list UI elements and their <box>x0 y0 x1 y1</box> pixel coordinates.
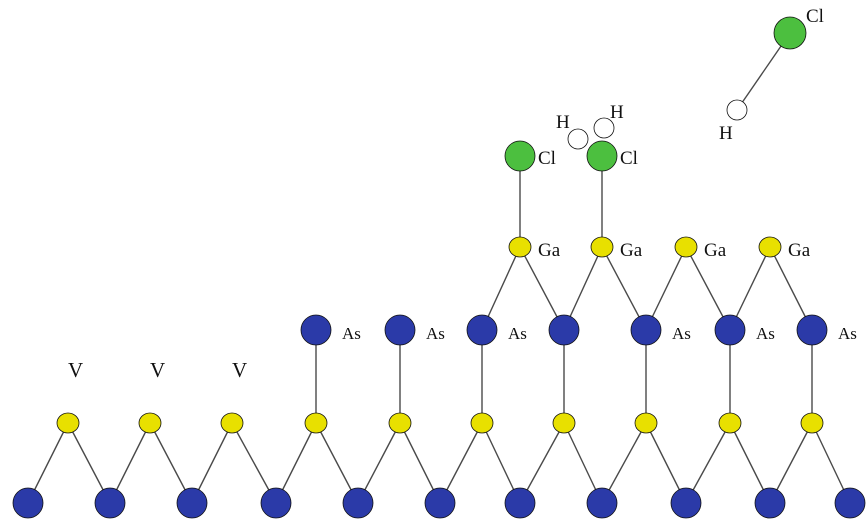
atoms <box>12 16 866 519</box>
gallium-label: Ga <box>704 240 727 261</box>
ga-as-bond <box>685 246 731 331</box>
gallium-atom <box>758 236 782 258</box>
hydrogen-label: H <box>719 123 733 144</box>
vacancy-label: V <box>68 358 83 382</box>
substrate-atom <box>586 487 618 519</box>
gallium-atom <box>590 236 614 258</box>
substrate-ga-atom <box>138 412 162 434</box>
substrate-atom <box>834 487 866 519</box>
substrate-atom <box>176 487 208 519</box>
gallium-atom <box>508 236 532 258</box>
chlorine-label: Cl <box>620 148 638 169</box>
substrate-ga-atom <box>56 412 80 434</box>
gallium-atom <box>674 236 698 258</box>
arsenic-label: As <box>838 324 857 343</box>
substrate-atom <box>670 487 702 519</box>
chlorine-atom <box>586 140 618 172</box>
gallium-label: Ga <box>538 240 561 261</box>
chlorine-atom <box>504 140 536 172</box>
arsenic-label: As <box>672 324 691 343</box>
chlorine-atom <box>773 16 807 50</box>
arsenic-label: As <box>426 324 445 343</box>
ga-as-bond <box>769 246 813 331</box>
substrate-ga-atom <box>634 412 658 434</box>
chlorine-label: Cl <box>538 148 556 169</box>
vacancy-label: V <box>150 358 165 382</box>
arsenic-label: As <box>756 324 775 343</box>
arsenic-atom <box>630 314 662 346</box>
hydrogen-atom <box>593 117 615 139</box>
arsenic-atom <box>384 314 416 346</box>
substrate-ga-atom <box>388 412 412 434</box>
substrate-atom <box>342 487 374 519</box>
substrate-atom <box>424 487 456 519</box>
gallium-label: Ga <box>620 240 643 261</box>
hydrogen-atom <box>726 99 748 121</box>
arsenic-label: As <box>342 324 361 343</box>
gallium-label: Ga <box>788 240 811 261</box>
substrate-atom <box>12 487 44 519</box>
substrate-ga-atom <box>552 412 576 434</box>
hydrogen-label: H <box>556 112 570 133</box>
substrate-ga-atom <box>718 412 742 434</box>
substrate-atom <box>504 487 536 519</box>
substrate-ga-atom <box>800 412 824 434</box>
chlorine-label: Cl <box>806 6 824 27</box>
arsenic-atom <box>796 314 828 346</box>
substrate-ga-atom <box>470 412 494 434</box>
substrate-ga-atom <box>304 412 328 434</box>
vacancy-label: V <box>232 358 247 382</box>
ga-as-bond <box>601 246 647 331</box>
arsenic-atom <box>714 314 746 346</box>
arsenic-atom <box>548 314 580 346</box>
arsenic-atom <box>300 314 332 346</box>
substrate-ga-atom <box>220 412 244 434</box>
hydrogen-atom <box>567 128 589 150</box>
substrate-atom <box>94 487 126 519</box>
ga-as-bond <box>519 246 565 331</box>
hydrogen-label: H <box>610 102 624 123</box>
arsenic-label: As <box>508 324 527 343</box>
arsenic-atom <box>466 314 498 346</box>
substrate-atom <box>260 487 292 519</box>
substrate-atom <box>754 487 786 519</box>
